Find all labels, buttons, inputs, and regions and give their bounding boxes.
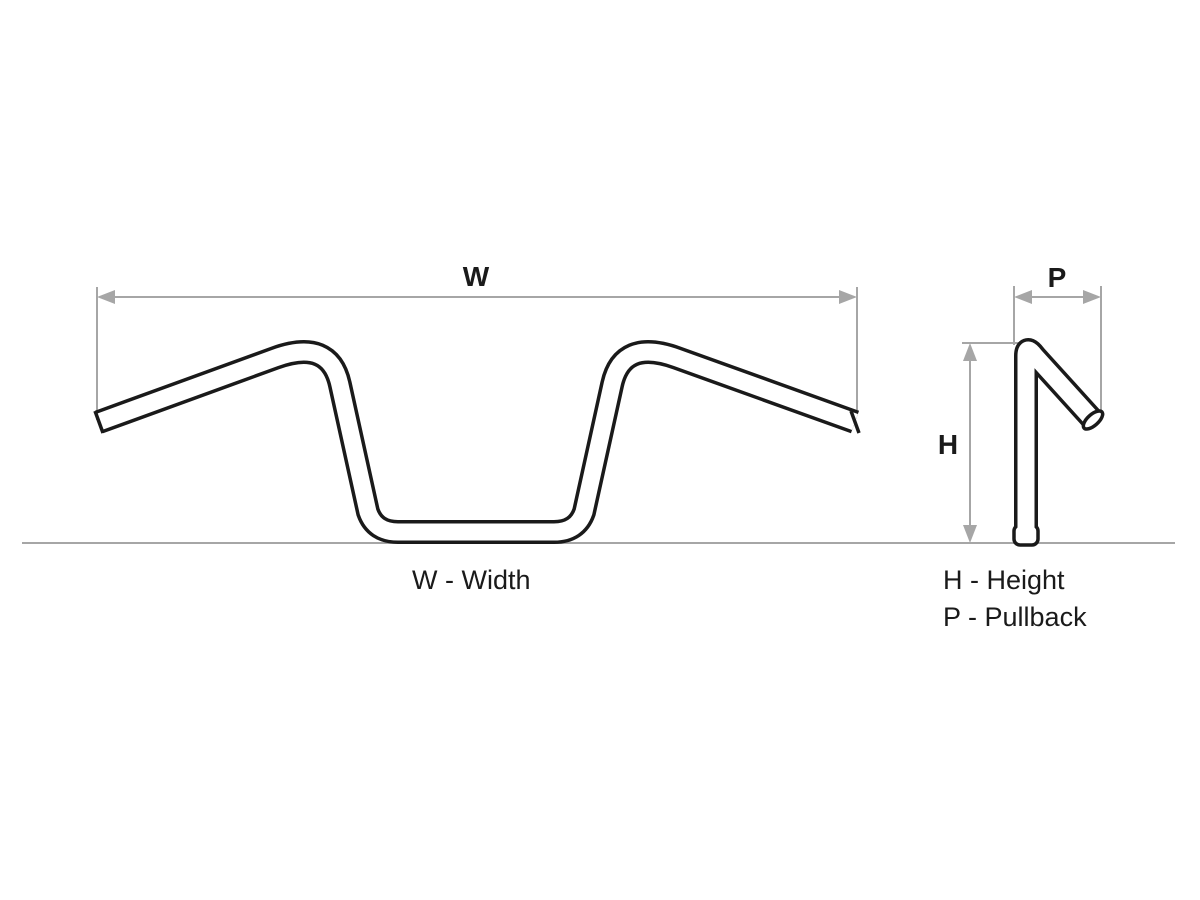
pullback-symbol: P <box>1048 262 1067 293</box>
width-arrow-right <box>839 290 857 304</box>
legend-width: W - Width <box>412 565 531 595</box>
height-arrow-top <box>963 343 977 361</box>
height-symbol: H <box>938 429 958 460</box>
left-grip-end <box>93 410 105 434</box>
width-arrow-left <box>97 290 115 304</box>
legend-pullback: P - Pullback <box>943 602 1087 632</box>
side-bar-base-cover <box>1017 520 1035 534</box>
handlebar-side-icon <box>1012 338 1105 547</box>
width-symbol: W <box>463 261 490 292</box>
right-grip-end <box>849 410 861 434</box>
legend-height: H - Height <box>943 565 1065 595</box>
handlebar-front-icon <box>93 340 861 544</box>
pullback-arrow-right <box>1083 290 1101 304</box>
side-grip-end <box>1081 409 1105 431</box>
pullback-arrow-left <box>1014 290 1032 304</box>
height-arrow-bottom <box>963 525 977 543</box>
height-dimension: H <box>938 342 1024 543</box>
width-dimension: W <box>96 261 858 420</box>
pullback-dimension: P <box>1013 262 1102 412</box>
